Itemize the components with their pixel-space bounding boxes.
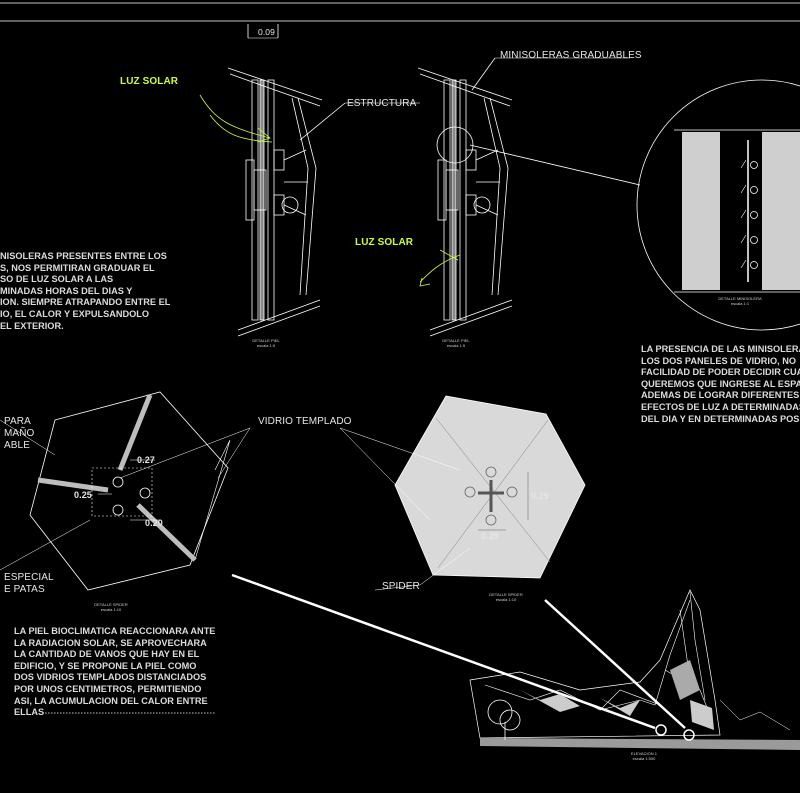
luz-solar-label-1: LUZ SOLAR <box>120 76 179 87</box>
especial-label: ESPECIAL <box>4 572 54 583</box>
caption-elevacion: ELEVACION 1 escala 1:500 <box>631 751 657 761</box>
minisoleras-graduables-label: MINISOLERAS GRADUABLES <box>500 50 642 61</box>
paragraph-presencia-right: LA PRESENCIA DE LAS MINISOLERA LOS DOS P… <box>641 344 800 424</box>
dim-029-label: 0.29 <box>531 491 549 501</box>
luz-solar-label-2: LUZ SOLAR <box>355 237 414 248</box>
dim-029b-label: 0.29 <box>481 531 499 541</box>
caption-detalle-piel-1: DETALLE PIEL escala 1:5 <box>252 338 280 348</box>
caption-detalle-spider-2: DETALLE SPIDER escala 1:10 <box>489 592 523 602</box>
elevacion-building <box>469 589 800 750</box>
detalle-spider-2 <box>339 395 586 591</box>
caption-detalle-spider-1: DETALLE SPIDER escala 1:10 <box>94 602 128 612</box>
detalle-piel-1 <box>199 24 420 337</box>
tamano-label: MAÑO <box>4 428 35 439</box>
dim-027-label: 0.27 <box>137 455 155 465</box>
dim-025-label: 0.25 <box>74 490 92 500</box>
dim-020-label: 0.20 <box>145 518 163 528</box>
detalle-spider-1 <box>0 391 251 591</box>
connector-line-2 <box>544 599 686 729</box>
caption-detalle-minisolera: DETALLE MINISOLERA escala 1:1 <box>718 296 762 306</box>
caption-detalle-piel-2: DETALLE PIEL escala 1:5 <box>442 338 470 348</box>
paragraph-minisoleras-left: NISOLERAS PRESENTES ENTRE LOS S, NOS PER… <box>0 251 171 331</box>
detalle-minisolera-circle <box>636 79 800 331</box>
para-label: PARA <box>4 416 31 427</box>
spider-label: SPIDER <box>382 581 420 592</box>
estructura-label: ESTRUCTURA <box>347 98 417 109</box>
able-label: ABLE <box>4 440 30 451</box>
paragraph-piel-bioclimatica: LA PIEL BIOCLIMATICA REACCIONARA ANTE LA… <box>14 626 216 718</box>
de-patas-label: E PATAS <box>4 584 45 595</box>
vidrio-templado-label: VIDRIO TEMPLADO <box>258 416 352 427</box>
detalle-piel-2 <box>417 57 641 337</box>
dim-009-label: 0.09 <box>258 27 275 37</box>
connector-line-1 <box>231 573 656 730</box>
